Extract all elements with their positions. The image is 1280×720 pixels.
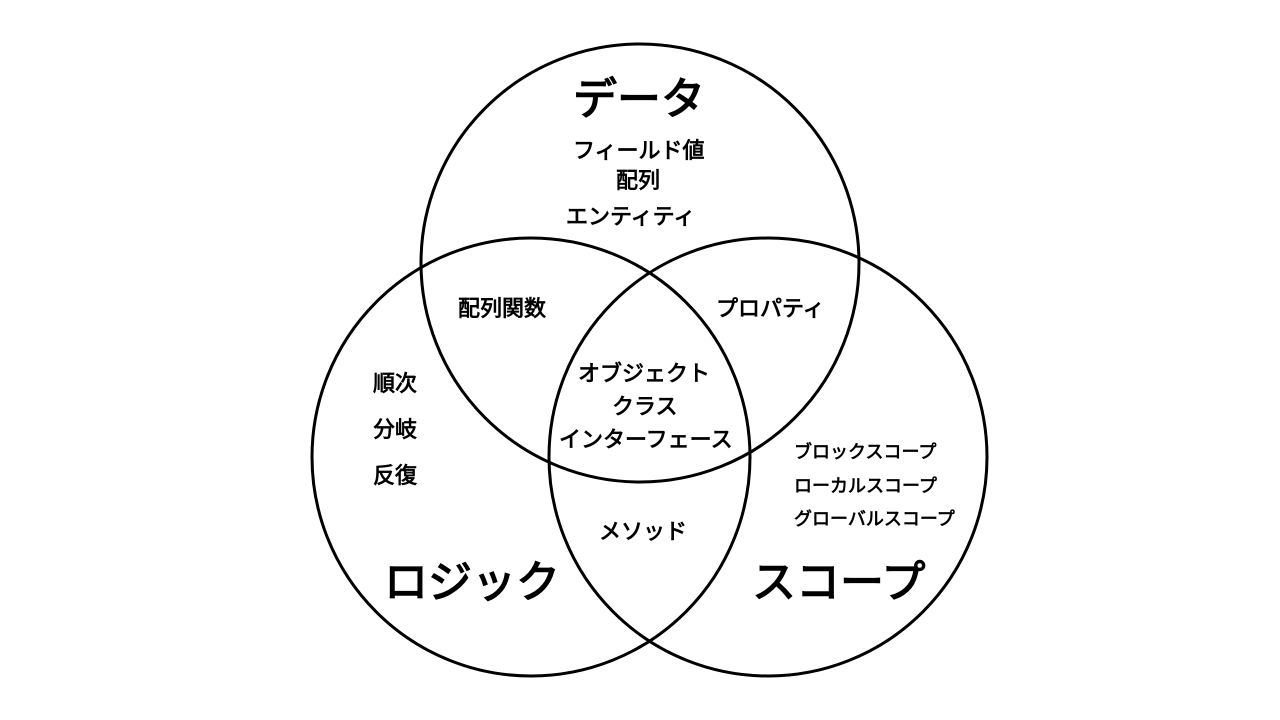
data-item-field-value: フィールド値 — [573, 139, 705, 164]
circle-scope — [547, 236, 989, 678]
circle-data — [419, 42, 861, 484]
center-item-object: オブジェクト — [578, 362, 711, 387]
center-item-interface: インターフェース — [559, 428, 733, 453]
logic-item-sequence: 順次 — [373, 372, 418, 397]
title-logic: ロジック — [384, 557, 560, 608]
circle-logic — [310, 236, 752, 678]
intersection-data-logic: 配列関数 — [458, 297, 547, 322]
scope-item-local: ローカルスコープ — [794, 476, 937, 497]
intersection-logic-scope: メソッド — [599, 520, 688, 545]
data-item-array: 配列 — [616, 169, 661, 194]
intersection-data-scope: プロパティ — [716, 297, 825, 322]
logic-item-loop: 反復 — [373, 464, 418, 489]
logic-item-branch: 分岐 — [373, 418, 418, 443]
scope-item-block: ブロックスコープ — [794, 442, 937, 463]
center-item-class: クラス — [612, 395, 678, 420]
title-scope: スコープ — [752, 557, 926, 608]
title-data: データ — [573, 74, 705, 125]
data-item-entity: エンティティ — [566, 205, 696, 230]
scope-item-global: グローバルスコープ — [794, 509, 955, 530]
